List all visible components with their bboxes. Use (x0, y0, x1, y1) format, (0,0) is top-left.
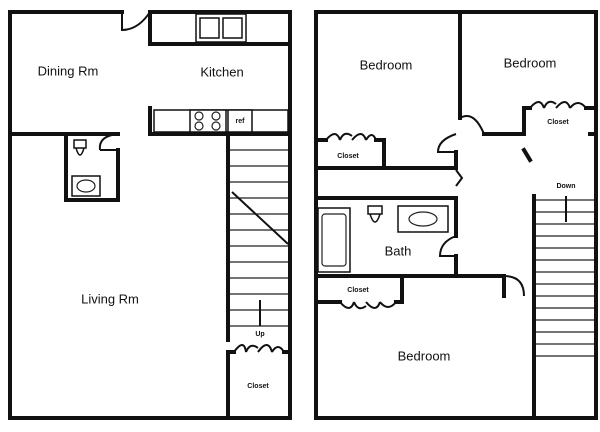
stairs-up-label: Up (255, 331, 264, 338)
hall-linen-door (455, 169, 464, 187)
nw-closet-door (325, 132, 377, 141)
bath-toilet (367, 205, 383, 223)
bathtub-inner (321, 213, 347, 267)
powder-room-wall (64, 132, 120, 202)
s-closet-door (339, 301, 397, 310)
upper-stair-treads (536, 199, 594, 357)
closet-door-swing (233, 344, 285, 353)
bedroom-ne-label: Bedroom (504, 55, 557, 70)
ne-closet-door (529, 100, 587, 109)
bath-label: Bath (385, 243, 412, 258)
bathtub (317, 207, 351, 273)
bedroom-s-label: Bedroom (398, 348, 451, 363)
upper-stair-wall (502, 147, 536, 420)
stair-treads (230, 149, 288, 327)
burner (211, 111, 221, 121)
nw-closet-wall (316, 138, 386, 168)
closet-wall (226, 350, 292, 420)
closet-label: Closet (247, 383, 269, 390)
powder-room-basin (76, 179, 96, 193)
nw-bedroom-south-wall (314, 150, 458, 170)
ne-closet-label: Closet (547, 119, 569, 126)
hall-door-swing (503, 275, 525, 297)
powder-room-door-arc (98, 133, 119, 151)
ne-bedroom-door (459, 115, 485, 135)
bath-vanity (397, 205, 449, 233)
bath-door (438, 235, 457, 257)
second-floor-outer-wall (314, 10, 598, 420)
refrigerator (227, 109, 253, 133)
entry-door-swing (121, 11, 151, 32)
burner (194, 121, 204, 131)
nw-closet-label: Closet (337, 153, 359, 160)
burner (194, 111, 204, 121)
first-floor-outer-wall (8, 10, 292, 420)
ref-label: ref (236, 118, 246, 125)
first-floor: ref Up Closet D (8, 10, 292, 420)
dining-room-label: Dining Rm (38, 63, 99, 78)
bedroom-nw-label: Bedroom (360, 57, 413, 72)
sink-basin-left (199, 17, 220, 39)
stove (189, 109, 227, 133)
burner (211, 121, 221, 131)
second-floor: Closet Closet Bath (314, 10, 598, 420)
bath-basin (408, 211, 438, 227)
ne-closet-wall (522, 106, 598, 136)
stairs-down-label: Down (556, 183, 575, 190)
s-closet-wall (314, 274, 404, 304)
powder-room-toilet (73, 139, 87, 156)
living-room-label: Living Rm (81, 291, 139, 306)
sink-basin-right (222, 17, 243, 39)
powder-room-sink (71, 175, 101, 197)
kitchen-label: Kitchen (200, 64, 243, 79)
stair-break-line (231, 191, 289, 245)
s-closet-label: Closet (347, 287, 369, 294)
nw-bedroom-door (436, 133, 457, 153)
